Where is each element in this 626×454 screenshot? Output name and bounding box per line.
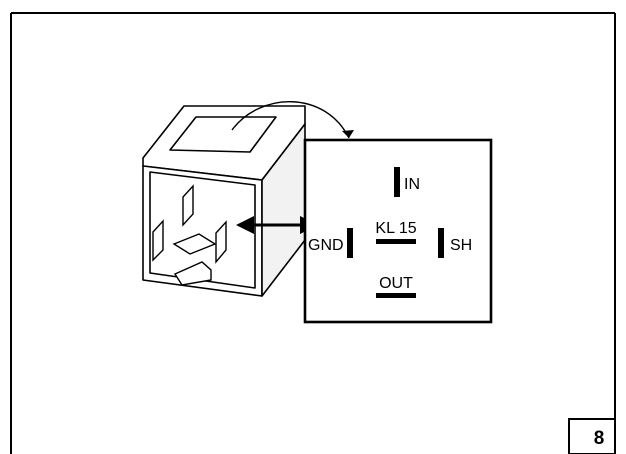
pin-label-in: IN (404, 176, 420, 193)
pin-sh-bar (438, 228, 444, 258)
pin-label-gnd: GND (308, 237, 344, 254)
page-border (10, 12, 616, 454)
pinout-bars (347, 167, 444, 298)
pin-label-out: OUT (379, 275, 413, 292)
pin-label-sh: SH (450, 237, 472, 254)
relay-pin-center (172, 233, 217, 255)
curved-arrow (231, 101, 354, 139)
pin-in-bar (394, 167, 400, 197)
page-number: 8 (594, 428, 605, 449)
relay-pins (152, 184, 227, 286)
relay-pin-top (182, 184, 194, 227)
relay-pin-right (215, 220, 227, 264)
relay-pin-left (152, 219, 164, 262)
page-number-box: 8 (568, 418, 616, 454)
pin-kl15-bar (376, 239, 416, 244)
relay-pin-bottom (173, 261, 212, 286)
pin-out-bar (376, 293, 416, 298)
pin-gnd-bar (347, 228, 353, 258)
pin-label-kl15: KL 15 (375, 220, 416, 237)
relay-body (142, 105, 306, 297)
